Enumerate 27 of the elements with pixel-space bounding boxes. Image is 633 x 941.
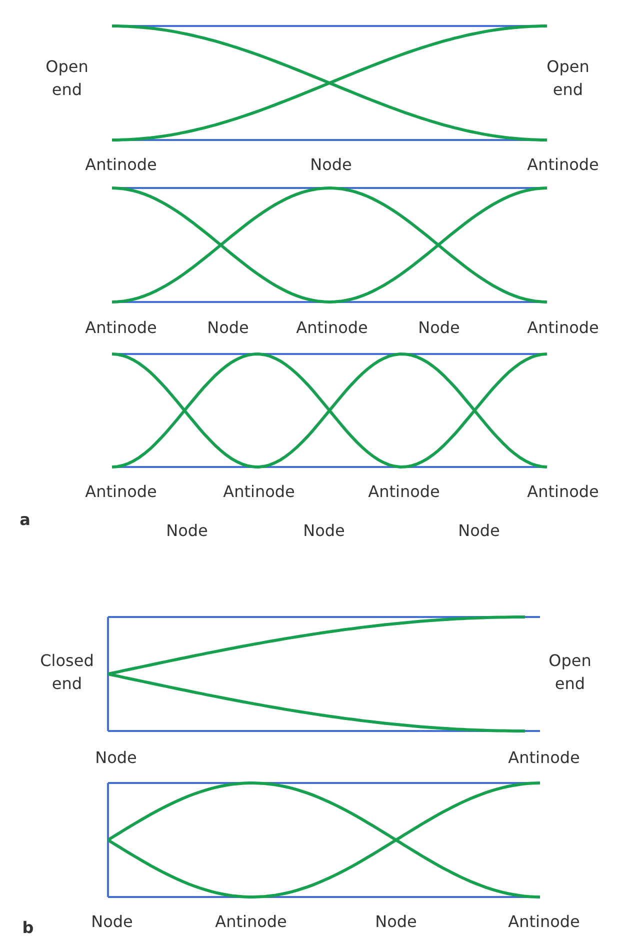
wave-label: Node [166, 520, 208, 542]
wave-label: Antinode [527, 481, 599, 503]
wave-label: Closed end [39, 650, 95, 695]
wave-label: Antinode [508, 747, 580, 769]
wave-label: Node [207, 317, 249, 339]
wave-label: Node [375, 911, 417, 933]
panel-letter: a [20, 509, 30, 531]
wave-label: Open end [548, 650, 592, 695]
wave-label: Antinode [85, 154, 157, 176]
wave-label: Node [458, 520, 500, 542]
wave-label: Antinode [527, 317, 599, 339]
wave-label: Node [418, 317, 460, 339]
wave-label: Open end [546, 56, 590, 101]
wave-label: Antinode [85, 481, 157, 503]
wave-label: Node [91, 911, 133, 933]
wave-label: Node [310, 154, 352, 176]
wave-label: Node [95, 747, 137, 769]
wave-label: Antinode [85, 317, 157, 339]
wave-label: Antinode [215, 911, 287, 933]
wave-label: Antinode [368, 481, 440, 503]
wave-label: Antinode [527, 154, 599, 176]
panel-letter: b [22, 917, 34, 939]
wave-label: Open end [44, 56, 90, 101]
wave-label: Antinode [508, 911, 580, 933]
wave-label: Antinode [296, 317, 368, 339]
wave-label: Node [303, 520, 345, 542]
wave-label: Antinode [223, 481, 295, 503]
